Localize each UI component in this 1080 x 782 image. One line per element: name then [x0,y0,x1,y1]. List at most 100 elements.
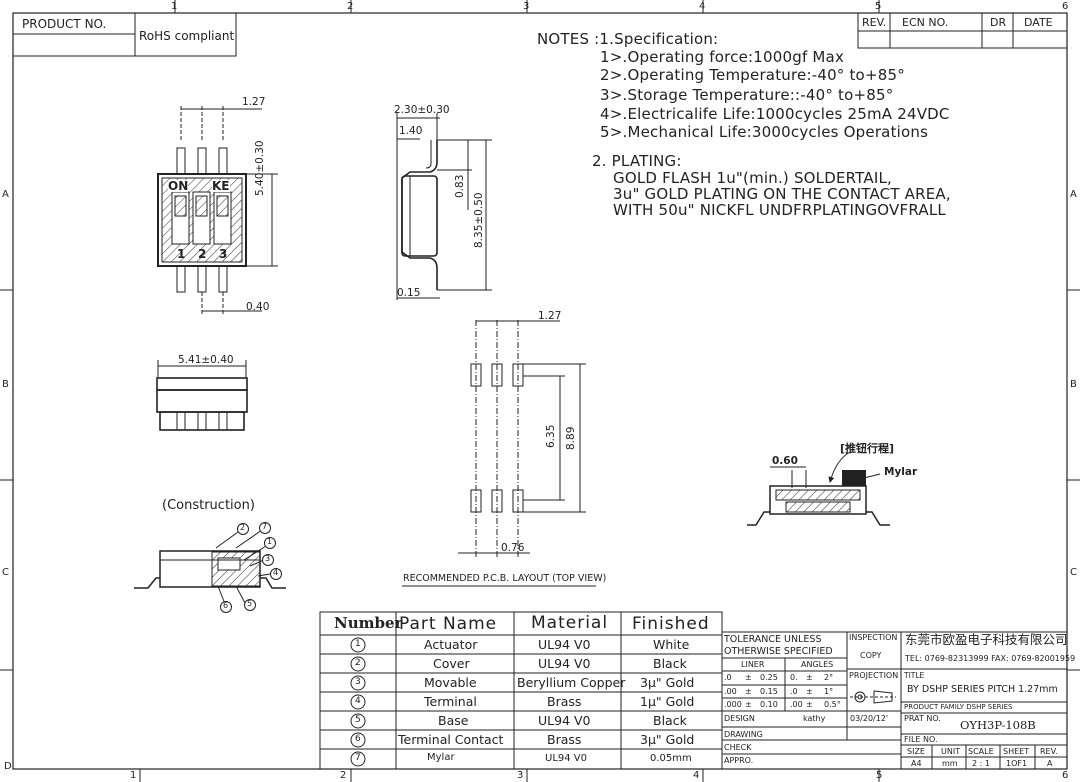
pin-label: 1 [177,247,186,261]
dim-pcb-h2: 8.89 [565,426,577,450]
unit-value: mm [942,759,958,768]
date-header: DATE [1024,16,1053,29]
bom-part: Cover [433,656,470,671]
bom-part: Mylar [427,752,455,763]
ke-label: KE [212,179,230,193]
chinese-label: [推钮行程] [840,442,895,455]
col-label: 2 [347,1,354,12]
bom-num: 6 [355,734,361,744]
pin-label: 2 [198,247,207,261]
callout-num: 7 [262,522,268,531]
design-date: 03/20/12' [850,714,889,723]
bom-finish: 1μ" Gold [640,694,695,709]
bom-header-material: Material [531,613,609,633]
col-label: 6 [1062,1,1069,12]
bom-material: Beryllium Copper [517,675,626,690]
callout-num: 5 [247,599,253,608]
designer: kathy [803,714,826,723]
dim-height: 5.40±0.30 [254,140,266,196]
detail-view [747,451,890,526]
rev-header: REV. [1040,747,1058,756]
scale-header: SCALE [968,747,994,756]
bom-finish: Black [653,713,687,728]
bom-material: Brass [547,732,582,747]
copy-label: COPY [860,651,882,660]
bom-material: UL94 V0 [538,656,591,671]
row-label: C [2,567,9,578]
row-label: A [1070,189,1077,200]
tol-cell: 1° [824,687,834,696]
bom-num: 2 [355,658,361,668]
callout-num: 3 [265,554,271,563]
col-label: 1 [171,1,178,12]
tol-cell: 0.5° [824,700,841,709]
row-label: A [2,189,9,200]
liner-label: LINER [741,660,765,669]
product-no-label: PRODUCT NO. [22,17,107,31]
bom-finish: 3μ" Gold [640,675,695,690]
projection-symbol [850,690,896,704]
file-no-label: FILE NO. [904,735,938,744]
mylar-label: Mylar [884,466,918,478]
bom-part: Terminal [424,694,477,709]
pin-label: 3 [219,247,228,261]
tol-cell: ± [745,687,752,696]
plating-line: 3u" GOLD PLATING ON THE CONTACT AREA, [613,185,951,203]
design-label: DESIGN [724,714,755,723]
pcb-caption: RECOMMENDED P.C.B. LAYOUT (TOP VIEW) [403,573,607,584]
check-label: CHECK [724,743,752,752]
callout-num: 1 [267,537,273,546]
col-label: 6 [1062,770,1069,781]
bom-material: UL94 V0 [538,637,591,652]
spec-line: 4>.Electricalife Life:1000cycles 25mA 24… [600,105,950,123]
col-label: 2 [340,770,347,781]
tol-cell: .0 [790,687,798,696]
bom-header-finish: Finished [632,614,710,634]
dim-pcb-pad: 0.76 [501,542,525,554]
tol-cell: 2° [824,673,834,682]
bom-num: 1 [355,639,361,649]
dim-side-h2: 8.35±0.50 [473,192,485,248]
bom-num: 5 [355,715,361,725]
actuator-knob [842,470,866,486]
col-label: 5 [876,770,883,781]
projection-label: PROJECTION [849,671,899,680]
tol-cell: ± [806,687,813,696]
bom-num: 7 [355,753,361,763]
tolerance-label: TOLERANCE UNLESS OTHERWISE SPECIFIED [724,634,833,657]
scale-value: 2 : 1 [972,759,990,768]
drawing-label: DRAWING [724,730,763,739]
construction-callout-circles [220,522,282,613]
bom-finish: White [653,637,690,652]
bom-part: Actuator [424,637,478,652]
plating-line: WITH 50u" NICKFL UNDFRPLATINGOVFRALL [613,201,946,219]
row-label: B [1070,379,1077,390]
bom-header-number: Number [334,614,403,632]
col-label: 4 [699,1,706,12]
bom-header-part: Part Name [399,614,498,634]
ecn-header: ECN NO. [902,16,949,29]
title-block-grid [721,631,1068,770]
row-label: C [1070,567,1077,578]
dim-front-width: 5.41±0.40 [178,354,234,366]
appro-label: APPRO. [724,756,754,765]
dim-detail: 0.60 [772,455,798,467]
tol-cell: 0.25 [760,673,778,682]
row-label: B [2,379,9,390]
front-view [156,360,248,431]
family-label: PRODUCT FAMILY DSHP SERIES [904,703,1013,711]
bom-num: 4 [355,696,361,706]
company-tel: TEL: 0769-82313999 FAX: 0769-82001959 [905,654,1076,663]
dim-side-h1: 0.83 [454,174,466,198]
sheet-header: SHEET [1003,747,1030,756]
bom-number-circles [350,637,366,767]
rev-value: A [1047,759,1053,768]
tol-cell: .0 [724,673,732,682]
bom-num: 3 [355,677,361,687]
size-header: SIZE [907,747,925,756]
tol-cell: ± [745,700,752,709]
col-label: 5 [875,1,882,12]
angles-label: ANGLES [801,660,834,669]
